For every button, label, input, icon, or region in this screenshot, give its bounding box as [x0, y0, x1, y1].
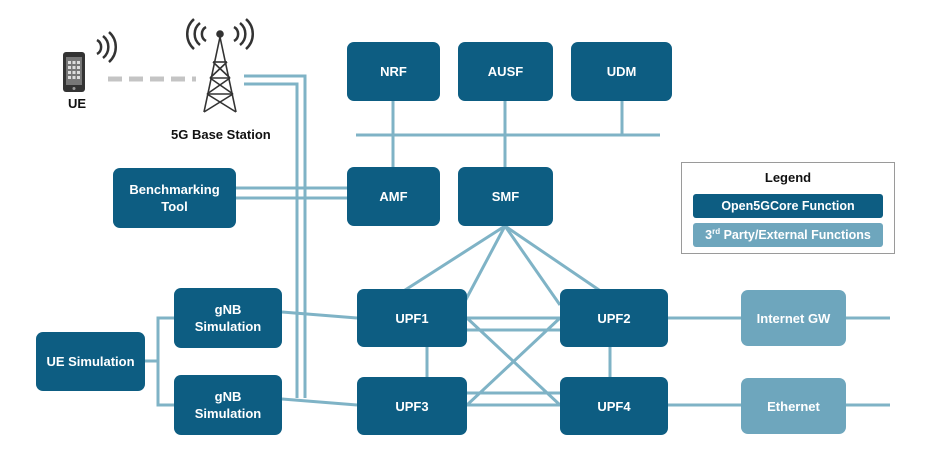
tower-waves-right-icon — [233, 18, 255, 50]
ue-label: UE — [68, 96, 87, 111]
cell-tower-icon — [203, 30, 237, 113]
amf-label: AMF — [379, 189, 408, 204]
smf-label: SMF — [491, 189, 520, 204]
internet-gw-node: Internet GW — [741, 290, 846, 346]
benchmarking-label-line2: Tool — [161, 199, 188, 214]
upf3-node: UPF3 — [357, 377, 467, 435]
legend: Legend Open5GCore Function 3rd Party/Ext… — [681, 162, 895, 254]
radio-waves-icon — [96, 31, 118, 63]
upf1-label: UPF1 — [395, 310, 429, 326]
upf2-node: UPF2 — [560, 289, 668, 347]
benchmarking-label-line1: Benchmarking — [129, 182, 220, 197]
smf-upf2-link — [504, 224, 603, 294]
gnb1-upf1-link — [281, 310, 358, 320]
ausf-node: AUSF — [458, 42, 553, 101]
upf3-label: UPF3 — [395, 398, 429, 414]
legend-title: Legend — [764, 170, 812, 185]
upf2-label: UPF2 — [597, 310, 631, 326]
smf-upf1-link — [401, 224, 506, 294]
smf-node: SMF — [458, 167, 553, 226]
nrf-node: NRF — [347, 42, 440, 101]
gnb1-label-line2: Simulation — [194, 319, 262, 334]
upf4-label: UPF4 — [597, 398, 631, 414]
smartphone-icon — [63, 52, 85, 92]
legend-core-label: Open5GCore Function — [721, 199, 855, 213]
ue-simulation-label: UE Simulation — [46, 354, 135, 369]
gnb2-label-line1: gNB — [214, 389, 242, 404]
ue-sim-gnb-links — [156, 316, 174, 407]
smf-upf2-link-b — [503, 225, 562, 306]
base-station-label: 5G Base Station — [171, 127, 271, 142]
gnb1-label-line1: gNB — [214, 302, 242, 317]
base-station-link-1 — [244, 74, 307, 398]
legend-external-prefix: 3 — [705, 228, 713, 242]
ausf-label: AUSF — [487, 64, 524, 79]
smf-upf1-link-b — [461, 225, 507, 306]
udm-label: UDM — [606, 64, 637, 79]
ethernet-node: Ethernet — [741, 378, 846, 434]
gnb-simulation-1-node: gNB Simulation — [174, 288, 282, 348]
upf3-upf2-link — [465, 316, 562, 407]
amf-node: AMF — [347, 167, 440, 226]
ue-simulation-node: UE Simulation — [36, 332, 145, 391]
benchmarking-tool-node: Benchmarking Tool — [113, 168, 236, 228]
nrf-label: NRF — [380, 64, 407, 79]
legend-external-rest: Party/External Functions — [720, 228, 871, 242]
legend-external-label: 3rd Party/External Functions — [705, 226, 871, 242]
legend-external-sup: rd — [712, 226, 721, 236]
upf4-node: UPF4 — [560, 377, 668, 435]
base-station-link-2 — [244, 82, 299, 398]
legend-external-item: 3rd Party/External Functions — [693, 223, 883, 247]
gnb2-label-line2: Simulation — [194, 406, 262, 421]
tower-waves-left-icon — [185, 18, 207, 50]
ethernet-label: Ethernet — [767, 398, 820, 414]
udm-node: UDM — [571, 42, 672, 101]
legend-core-item: Open5GCore Function — [693, 194, 883, 218]
upf1-node: UPF1 — [357, 289, 467, 347]
gnb-simulation-2-node: gNB Simulation — [174, 375, 282, 435]
internet-gw-label: Internet GW — [756, 310, 831, 326]
gnb2-upf3-link — [281, 397, 358, 407]
